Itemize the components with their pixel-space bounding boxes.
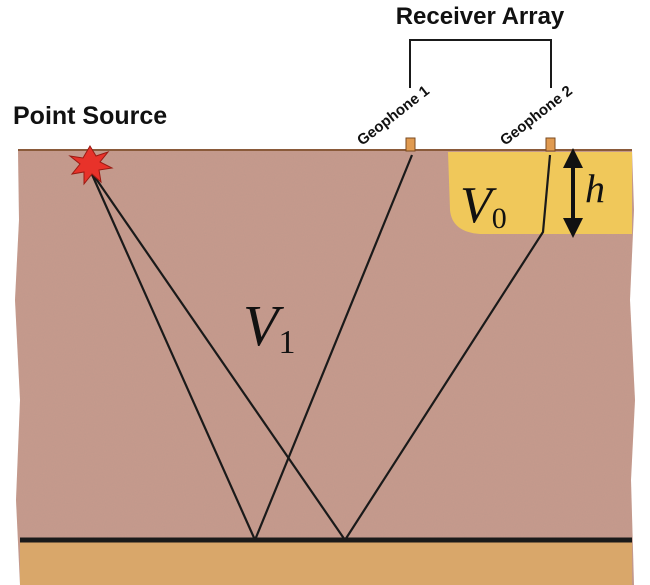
point-source-label: Point Source	[13, 102, 167, 130]
ray-reflection-1-to-geophone-1	[253, 154, 414, 541]
ray-paths	[88, 154, 552, 541]
v0-label: V0	[460, 177, 507, 235]
h-label: h	[585, 166, 605, 211]
ray-source-to-reflection-1	[88, 169, 257, 541]
v0-letter: V	[460, 177, 497, 234]
geophone-1-label: Geophone 1	[354, 82, 433, 149]
v1-label: V1	[243, 293, 295, 361]
receiver-array-bracket	[409, 39, 552, 88]
geophone-2-marker	[545, 137, 556, 152]
weathered-layer-v0	[448, 152, 632, 234]
ray-reflection-2-to-geophone-2	[344, 154, 552, 541]
geophone-2-label: Geophone 2	[497, 82, 576, 149]
v1-subscript: 1	[278, 324, 295, 361]
geophone-1-marker	[405, 137, 416, 152]
receiver-array-label: Receiver Array	[396, 3, 565, 30]
point-source-star-icon	[68, 145, 114, 186]
v1-letter: V	[243, 293, 285, 358]
ray-source-to-reflection-2	[89, 169, 346, 541]
v0-subscript: 0	[492, 202, 507, 235]
lower-layer	[20, 542, 632, 585]
